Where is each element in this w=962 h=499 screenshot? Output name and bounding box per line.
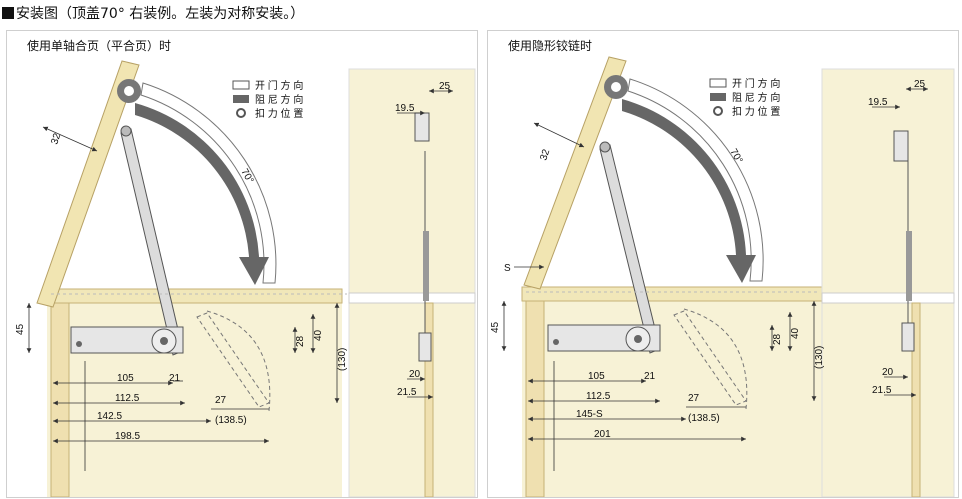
cabinet-side-wall bbox=[50, 302, 70, 497]
dim-112-5: 112.5 bbox=[586, 391, 611, 402]
dim-27: 27 bbox=[215, 395, 227, 406]
legend-damp: 阻 尼 方 向 bbox=[732, 91, 780, 104]
cabinet-side-wall bbox=[525, 300, 545, 497]
dim-40: 40 bbox=[313, 329, 324, 341]
dim-20: 20 bbox=[882, 367, 894, 378]
square-bullet-icon bbox=[2, 7, 14, 19]
cabinet-top-board bbox=[521, 286, 823, 302]
dim-28: 28 bbox=[772, 333, 783, 345]
dim-21: 21 bbox=[169, 373, 181, 384]
dim-40: 40 bbox=[790, 327, 801, 339]
legend-force: 扣 力 位 置 bbox=[732, 105, 780, 118]
open-direction-arc bbox=[140, 82, 277, 284]
header-title: 安装图（顶盖70° 右装例。左装为对称安装。） bbox=[16, 6, 305, 22]
dim-45: 45 bbox=[15, 323, 26, 335]
damping-direction-arrow bbox=[135, 103, 269, 285]
dim-32: 32 bbox=[49, 132, 63, 146]
dim-112-5: 112.5 bbox=[115, 393, 140, 404]
dim-130: (130) bbox=[337, 348, 348, 371]
dim-27: 27 bbox=[688, 393, 700, 404]
dim-138-5: (138.5) bbox=[215, 415, 247, 426]
dim-19-5: 19.5 bbox=[395, 103, 415, 114]
header: 安装图（顶盖70° 右装例。左装为对称安装。） bbox=[2, 2, 304, 24]
dim-201: 201 bbox=[594, 429, 611, 440]
dim-21-5: 21.5 bbox=[397, 387, 417, 398]
dim-105: 105 bbox=[117, 373, 134, 384]
dim-21-5: 21.5 bbox=[872, 385, 892, 396]
dim-198-5: 198.5 bbox=[115, 431, 140, 442]
dim-20: 20 bbox=[409, 369, 421, 380]
dim-19-5: 19.5 bbox=[868, 97, 888, 108]
legend-force: 扣 力 位 置 bbox=[255, 107, 303, 120]
dim-21: 21 bbox=[644, 371, 656, 382]
dim-142-5: 142.5 bbox=[97, 411, 122, 422]
legend-open: 开 门 方 向 bbox=[732, 77, 780, 90]
dim-138-5: (138.5) bbox=[688, 413, 720, 424]
panel-single-axis-hinge: 使用单轴合页（平合页）时 bbox=[6, 30, 478, 498]
legend-damp: 阻 尼 方 向 bbox=[255, 93, 303, 106]
dim-28: 28 bbox=[295, 335, 306, 347]
dim-32: 32 bbox=[538, 148, 552, 162]
cabinet-top-board bbox=[46, 288, 343, 304]
dim-45: 45 bbox=[490, 321, 501, 333]
open-direction-arc bbox=[627, 78, 764, 282]
panel-title: 使用隐形铰链时 bbox=[508, 39, 593, 53]
dim-25: 25 bbox=[439, 81, 451, 92]
installation-diagram: 开 门 方 向 阻 尼 方 向 扣 力 位 置 70° 32 45 105 21… bbox=[15, 60, 476, 497]
dim-25: 25 bbox=[914, 79, 926, 90]
dim-s: S bbox=[504, 263, 511, 274]
dim-130: (130) bbox=[814, 346, 825, 369]
damping-direction-arrow bbox=[622, 99, 756, 283]
dim-105: 105 bbox=[588, 371, 605, 382]
panel-title: 使用单轴合页（平合页）时 bbox=[27, 39, 172, 53]
legend-open: 开 门 方 向 bbox=[255, 79, 303, 92]
dim-145-s: 145-S bbox=[576, 409, 603, 420]
installation-diagram: 开 门 方 向 阻 尼 方 向 扣 力 位 置 70° 32 S 45 105 … bbox=[490, 56, 955, 497]
panel-concealed-hinge: 使用隐形铰链时 bbox=[487, 30, 959, 498]
